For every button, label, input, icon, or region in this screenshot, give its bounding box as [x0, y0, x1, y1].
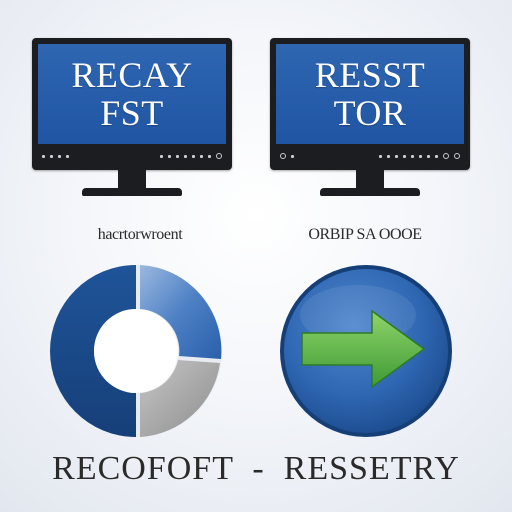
control-dot-icon — [50, 154, 53, 158]
control-dot-icon — [208, 154, 211, 158]
monitor-bezel: RECAY FST — [32, 38, 232, 170]
donut-segment-light — [140, 265, 222, 359]
arrow-shape — [301, 309, 426, 389]
monitor-right: RESST TOR — [270, 38, 470, 198]
control-dot-icon — [291, 154, 294, 158]
monitor-screen: RESST TOR — [276, 44, 464, 144]
control-dot-icon — [379, 154, 382, 158]
monitor-controls — [280, 150, 460, 162]
monitor-stand — [82, 188, 182, 196]
power-button-icon — [216, 153, 222, 159]
screen-line-1: RESST — [314, 55, 426, 95]
control-dot-icon — [435, 154, 438, 158]
donut-segment-dark — [50, 265, 136, 437]
control-dot-icon — [176, 154, 179, 158]
screen-line-2: TOR — [333, 93, 407, 133]
control-dot-icon — [42, 154, 45, 158]
donut-segment-gray — [140, 360, 220, 437]
bottom-title: RECOFOFT - RESSETRY — [52, 450, 460, 487]
control-dot-icon — [66, 154, 69, 158]
monitor-neck — [118, 170, 146, 190]
caption-left: hacrtorwroent — [97, 226, 183, 243]
control-ring-icon — [454, 153, 460, 159]
monitor-stand — [320, 188, 420, 196]
control-dot-icon — [58, 154, 61, 158]
control-dot-icon — [184, 154, 187, 158]
monitor-bezel: RESST TOR — [270, 38, 470, 170]
control-dot-icon — [395, 154, 398, 158]
monitor-controls — [42, 150, 222, 162]
control-dot-icon — [168, 154, 171, 158]
caption-right: ORBIP SA OOOE — [308, 226, 422, 243]
control-dot-icon — [200, 154, 203, 158]
monitor-left: RECAY FST — [32, 38, 232, 198]
monitor-neck — [356, 170, 384, 190]
screen-line-1: RECAY — [71, 55, 193, 95]
control-dot-icon — [192, 154, 195, 158]
control-dot-icon — [387, 154, 390, 158]
control-dot-icon — [419, 154, 422, 158]
monitor-screen: RECAY FST — [38, 44, 226, 144]
control-dot-icon — [411, 154, 414, 158]
control-dot-icon — [427, 154, 430, 158]
control-dot-icon — [403, 154, 406, 158]
right-arrow-icon — [280, 265, 452, 437]
control-dot-icon — [160, 154, 163, 158]
screen-line-2: FST — [100, 93, 164, 133]
control-ring-icon — [443, 153, 449, 159]
power-button-icon — [280, 153, 286, 159]
donut-chart-icon — [50, 265, 222, 437]
